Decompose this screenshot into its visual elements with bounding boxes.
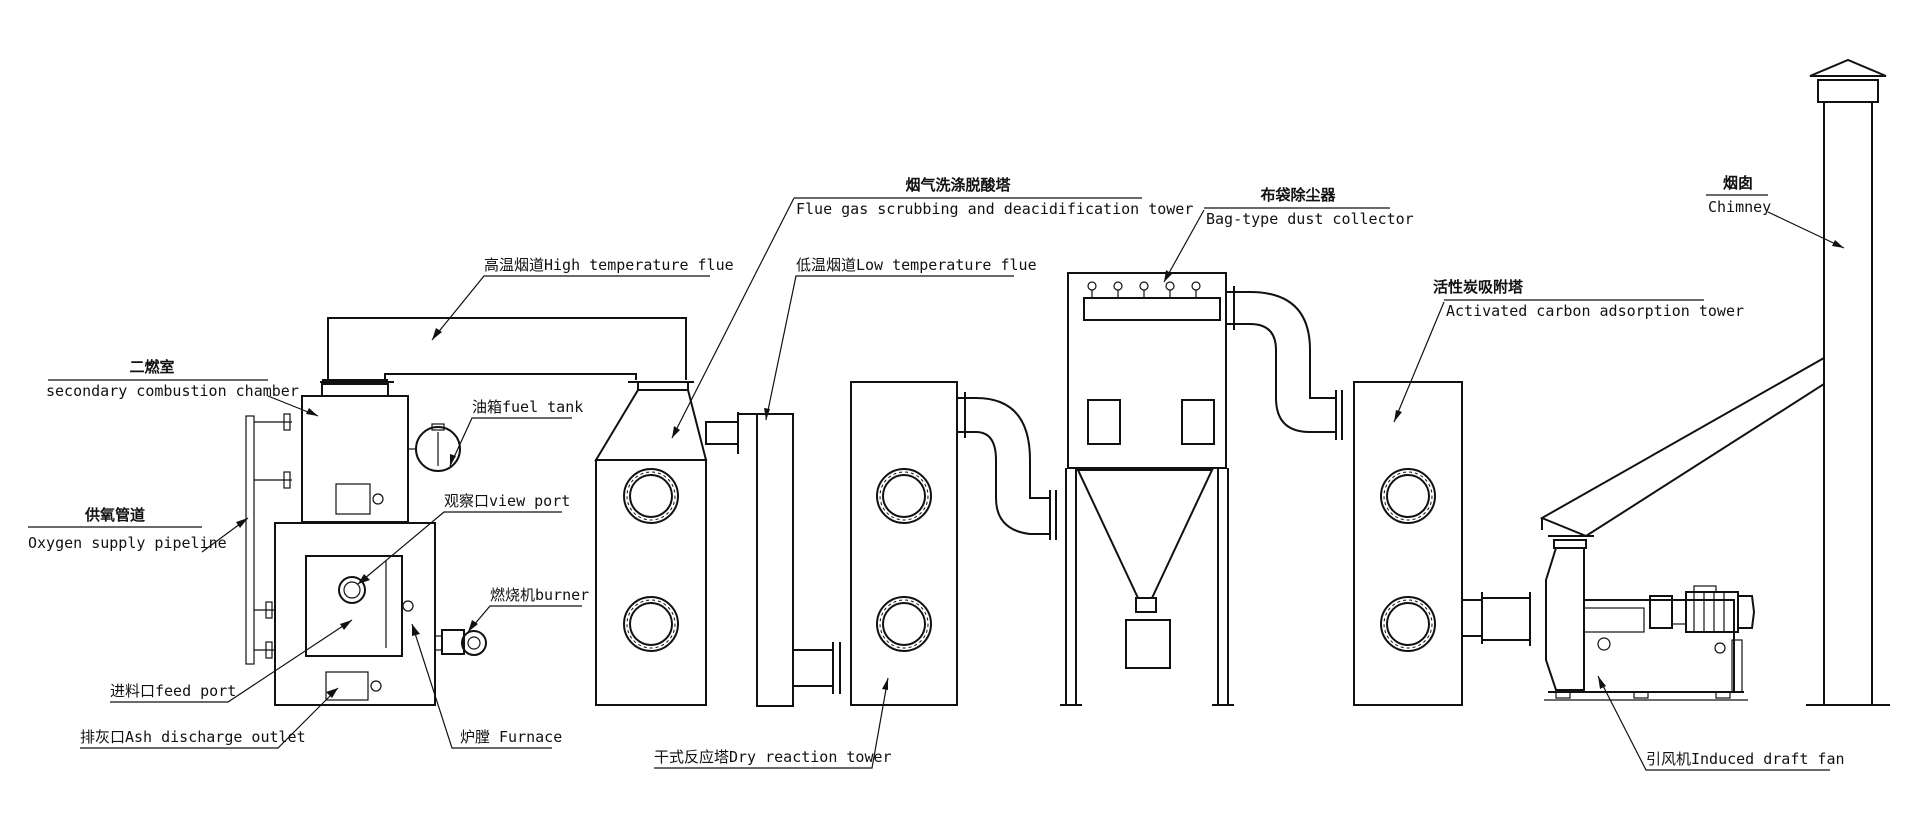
label-low-temp-flue: 低温烟道Low temperature flue [764,256,1037,421]
svg-text:布袋除尘器: 布袋除尘器 [1260,186,1336,204]
furnace [274,522,436,706]
svg-text:进料口feed port: 进料口feed port [110,682,236,700]
induced-draft-fan [1482,356,1825,701]
secondary-combustion-chamber [301,379,409,523]
label-feed-port: 进料口feed port [110,619,353,703]
svg-text:观察口view port: 观察口view port [444,492,570,510]
svg-text:燃烧机burner: 燃烧机burner [490,586,589,604]
label-secondary-chamber: 二燃室 secondary combustion chamber [46,358,319,417]
label-carbon-tower: 活性炭吸附塔 Activated carbon adsorption tower [1393,278,1744,423]
svg-text:secondary combustion chamber: secondary combustion chamber [46,382,299,400]
dry-reaction-tower [850,381,1057,706]
svg-text:低温烟道Low temperature flue: 低温烟道Low temperature flue [796,256,1037,274]
svg-text:高温烟道High temperature flue: 高温烟道High temperature flue [484,256,734,274]
svg-text:油箱fuel tank: 油箱fuel tank [472,398,583,416]
label-chimney: 烟囱 Chimney [1706,174,1845,249]
label-dry-reaction-tower: 干式反应塔Dry reaction tower [654,677,892,769]
bag-dust-collector [1060,272,1343,706]
svg-text:烟囱: 烟囱 [1723,174,1753,192]
label-view-port: 观察口view port [357,492,570,585]
high-temperature-flue [320,317,694,383]
svg-text:Activated carbon adsorption to: Activated carbon adsorption tower [1446,302,1744,320]
svg-text:炉膛 Furnace: 炉膛 Furnace [460,728,562,746]
svg-text:排灰口Ash discharge outlet: 排灰口Ash discharge outlet [80,728,306,746]
label-bag-collector: 布袋除尘器 Bag-type dust collector [1163,186,1414,283]
scrubbing-tower [594,381,708,706]
svg-text:Bag-type dust collector: Bag-type dust collector [1206,210,1414,228]
label-induced-fan: 引风机Induced draft fan [1597,675,1845,771]
svg-text:Flue gas scrubbing and deacidi: Flue gas scrubbing and deacidification t… [796,200,1193,218]
svg-text:干式反应塔Dry reaction tower: 干式反应塔Dry reaction tower [654,748,892,766]
svg-text:Chimney: Chimney [1708,198,1771,216]
svg-text:二燃室: 二燃室 [129,358,174,376]
svg-text:活性炭吸附塔: 活性炭吸附塔 [1433,278,1524,296]
low-temperature-flue [705,412,841,707]
label-furnace: 炉膛 Furnace [411,623,562,749]
label-burner: 燃烧机burner [467,586,589,633]
label-scrubbing-tower: 烟气洗涤脱酸塔 Flue gas scrubbing and deacidifi… [671,176,1193,439]
label-ash-outlet: 排灰口Ash discharge outlet [80,687,339,749]
svg-text:引风机Induced draft fan: 引风机Induced draft fan [1646,750,1845,768]
oxygen-supply-pipeline [245,413,292,665]
label-oxygen-pipeline: 供氧管道 Oxygen supply pipeline [28,506,249,553]
chimney [1806,58,1890,706]
fuel-tank [408,423,461,472]
label-high-temp-flue: 高温烟道High temperature flue [431,256,734,341]
svg-text:Oxygen supply pipeline: Oxygen supply pipeline [28,534,227,552]
label-fuel-tank: 油箱fuel tank [449,398,583,467]
activated-carbon-tower [1353,381,1483,706]
svg-text:供氧管道: 供氧管道 [84,506,145,524]
svg-text:烟气洗涤脱酸塔: 烟气洗涤脱酸塔 [905,176,1011,194]
burner [435,629,487,656]
